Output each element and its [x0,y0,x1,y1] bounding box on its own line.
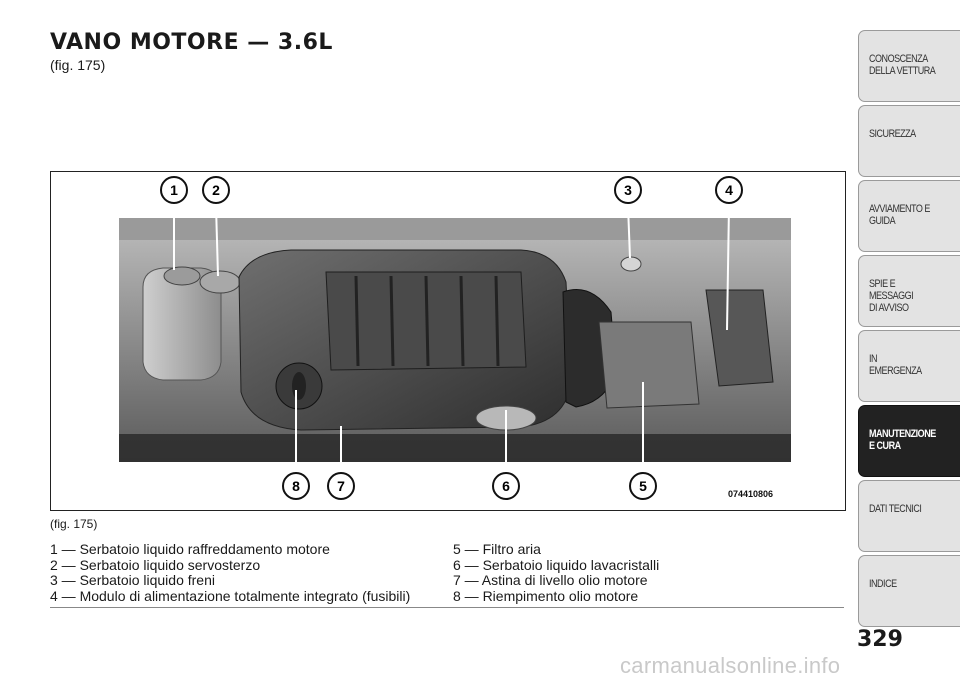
tab-label: AVVIAMENTO E GUIDA [869,203,930,227]
power-steering-reservoir [199,270,241,294]
section-divider [50,607,844,608]
tab-label: INDICE [869,578,897,590]
callout-5-label: 5 [639,478,647,494]
callout-7: 7 [327,472,355,500]
figure-reference: (fig. 175) [50,57,106,73]
tab-manutenzione-e-cura[interactable]: MANUTENZIONE E CURA [858,405,960,477]
callout-2-label: 2 [212,182,220,198]
callout-6: 6 [492,472,520,500]
callout-3-label: 3 [624,182,632,198]
tab-dati-tecnici[interactable]: DATI TECNICI [858,480,960,552]
page-title: VANO MOTORE — 3.6L [50,30,333,55]
callout-1: 1 [160,176,188,204]
callout-4: 4 [715,176,743,204]
legend-right: 5 — Filtro aria 6 — Serbatoio liquido la… [453,541,660,604]
callout-8: 8 [282,472,310,500]
tab-label: DATI TECNICI [869,503,922,515]
figure-caption: (fig. 175) [50,517,98,531]
legend-item: 8 — Riempimento olio motore [453,587,639,604]
tab-label: CONOSCENZA DELLA VETTURA [869,53,936,77]
tab-conoscenza-della-vettura[interactable]: CONOSCENZA DELLA VETTURA [858,30,960,102]
engine-bay-illustration: 1 2 3 4 5 6 7 8 074410806 [119,176,791,500]
tab-spie-e-messaggi[interactable]: SPIE E MESSAGGI DI AVVISO [858,255,960,327]
tab-label: MANUTENZIONE E CURA [869,428,936,452]
tab-avviamento-e-guida[interactable]: AVVIAMENTO E GUIDA [858,180,960,252]
tab-label: IN EMERGENZA [869,353,922,377]
tab-indice[interactable]: INDICE [858,555,960,627]
callout-1-label: 1 [170,182,178,198]
callout-3: 3 [614,176,642,204]
tab-sicurezza[interactable]: SICUREZZA [858,105,960,177]
callout-2: 2 [202,176,230,204]
coolant-reservoir [142,267,222,381]
callout-7-label: 7 [337,478,345,494]
legend-item: 7 — Astina di livello olio motore [453,572,648,588]
figure-code: 074410806 [728,489,773,499]
callout-5: 5 [629,472,657,500]
air-filter-box [598,321,700,409]
legend-item: 4 — Modulo di alimentazione totalmente i… [50,587,411,604]
brake-reservoir [620,256,642,272]
callout-4-label: 4 [725,182,733,198]
tab-in-emergenza[interactable]: IN EMERGENZA [858,330,960,402]
legend-item: 1 — Serbatoio liquido raffreddamento mot… [50,541,330,557]
tab-label: SPIE E MESSAGGI DI AVVISO [869,278,914,314]
legend-item: 6 — Serbatoio liquido lavacristalli [453,556,660,573]
legend-item: 2 — Serbatoio liquido servosterzo [50,556,261,573]
callout-8-label: 8 [292,478,300,494]
tab-label: SICUREZZA [869,128,916,140]
legend-item: 5 — Filtro aria [453,541,541,557]
callout-6-label: 6 [502,478,510,494]
fuse-module [705,289,774,387]
watermark: carmanualsonline.info [620,653,841,678]
legend-left: 1 — Serbatoio liquido raffreddamento mot… [50,541,411,604]
page-number: 329 [857,627,903,652]
engine-bay-figure: 1 2 3 4 5 6 7 8 074410806 [50,171,846,511]
legend-item: 3 — Serbatoio liquido freni [50,572,215,588]
